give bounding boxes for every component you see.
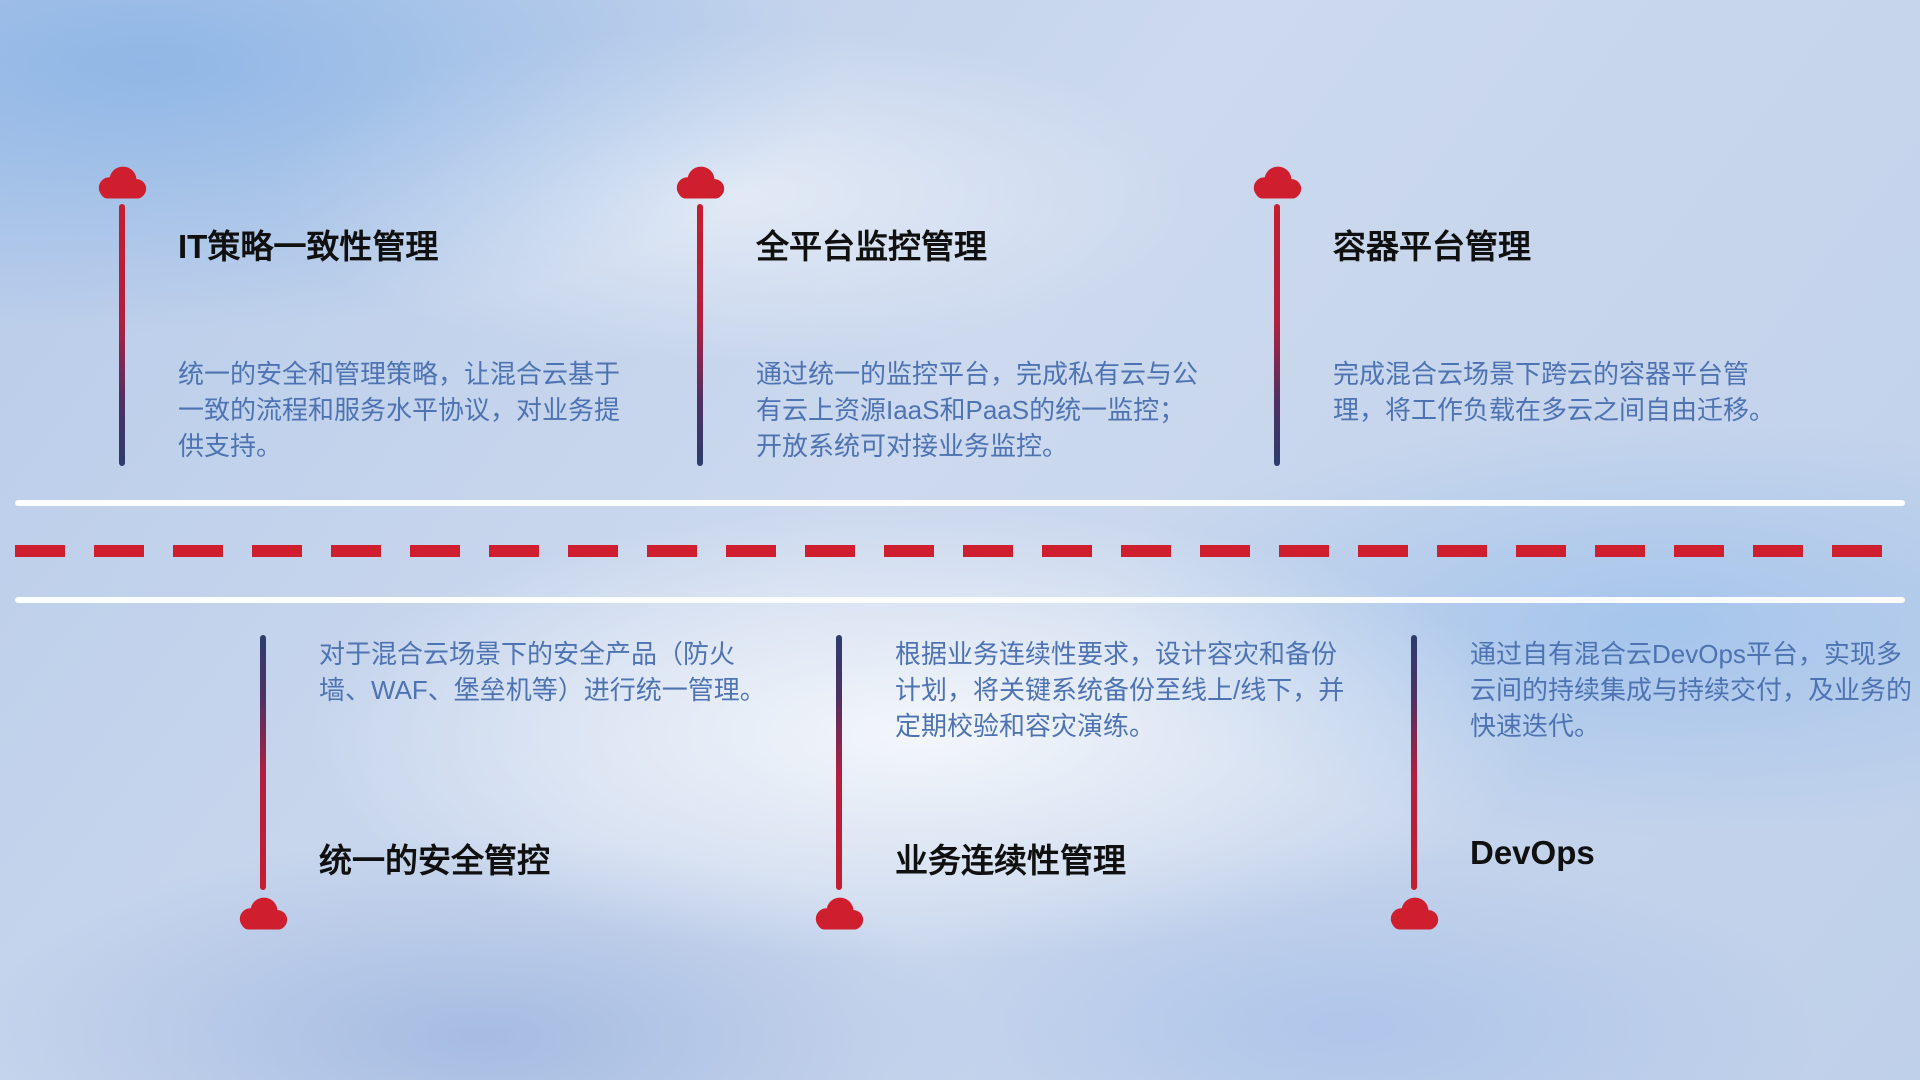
milestone-stem: [1411, 635, 1417, 890]
cloud-icon: [671, 163, 729, 203]
item-title: 全平台监控管理: [756, 228, 987, 265]
cloud-icon: [810, 894, 868, 934]
road-dashed-center-line: [15, 545, 1905, 557]
item-description: 完成混合云场景下跨云的容器平台管理，将工作负载在多云之间自由迁移。: [1333, 359, 1776, 425]
road-top-line: [15, 500, 1905, 506]
item-description: 统一的安全和管理策略，让混合云基于一致的流程和服务水平协议，对业务提供支持。: [178, 359, 621, 461]
milestone-stem: [836, 635, 842, 890]
item-description: 通过统一的监控平台，完成私有云与公有云上资源IaaS和PaaS的统一监控；开放系…: [756, 359, 1199, 461]
milestone-stem: [1274, 204, 1280, 466]
cloud-icon: [1385, 894, 1443, 934]
cloud-icon: [1248, 163, 1306, 203]
item-title: 容器平台管理: [1333, 228, 1531, 265]
item-title: IT策略一致性管理: [178, 228, 439, 265]
cloud-icon: [234, 894, 292, 934]
milestone-stem: [260, 635, 266, 890]
item-title: 业务连续性管理: [895, 842, 1126, 879]
item-description: 根据业务连续性要求，设计容灾和备份计划，将关键系统备份至线上/线下，并定期校验和…: [895, 639, 1345, 741]
item-description: 对于混合云场景下的安全产品（防火墙、WAF、堡垒机等）进行统一管理。: [319, 639, 766, 705]
road-bottom-line: [15, 597, 1905, 603]
milestone-stem: [697, 204, 703, 466]
cloud-icon: [93, 163, 151, 203]
milestone-stem: [119, 204, 125, 466]
item-description: 通过自有混合云DevOps平台，实现多云间的持续集成与持续交付，及业务的快速迭代…: [1470, 639, 1913, 741]
item-title: 统一的安全管控: [319, 842, 550, 879]
item-title: DevOps: [1470, 834, 1595, 871]
